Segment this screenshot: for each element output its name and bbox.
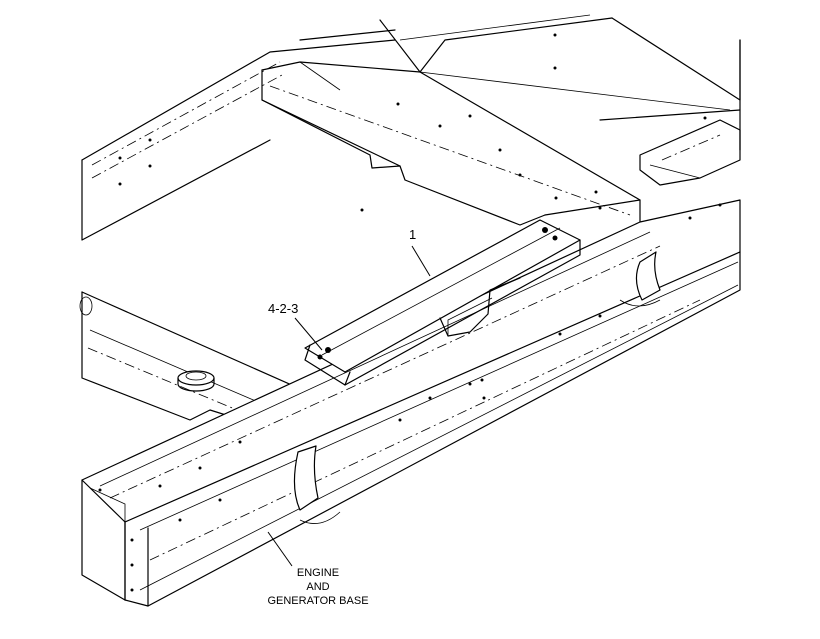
base-label-line3: GENERATOR BASE xyxy=(267,595,369,607)
callout-part-4-2-3: 4-2-3 xyxy=(268,301,299,316)
leader-base xyxy=(267,531,293,567)
callout-part-1: 1 xyxy=(409,227,417,242)
base-label: ENGINE AND GENERATOR BASE xyxy=(248,566,388,608)
leader-part-1 xyxy=(411,245,431,277)
bolt-holes xyxy=(98,33,722,592)
base-label-line2: AND xyxy=(306,581,330,593)
upper-right-block xyxy=(639,119,741,186)
bracket-part-1 xyxy=(304,219,581,386)
base-label-line1: ENGINE xyxy=(296,567,340,579)
leader-part-4-2-3 xyxy=(294,317,323,351)
upper-cross-beam xyxy=(261,61,641,251)
main-frame-rail xyxy=(81,199,741,607)
upper-platform xyxy=(81,14,741,241)
